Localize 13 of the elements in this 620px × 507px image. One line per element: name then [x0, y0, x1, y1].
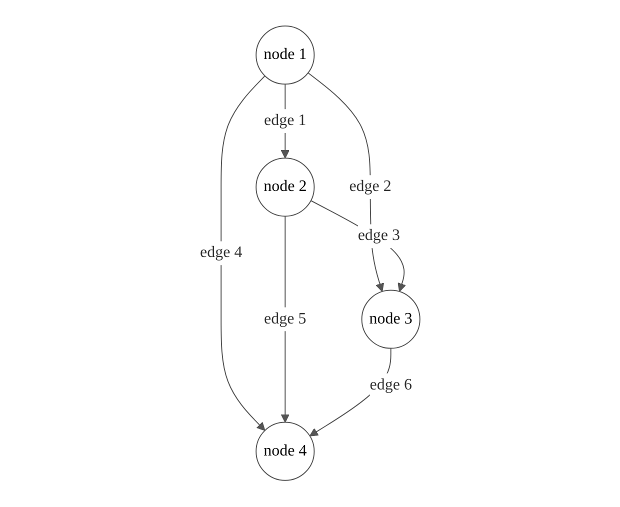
edge-label: edge 2 — [349, 178, 392, 196]
edge-label: edge 5 — [264, 310, 306, 328]
edge-label: edge 6 — [370, 376, 412, 394]
node-circle: node 3 — [361, 290, 420, 350]
node-circle: node 2 — [256, 158, 315, 217]
node-circle: node 4 — [256, 422, 315, 482]
arrow — [220, 76, 266, 432]
edge-label: edge 3 — [358, 228, 400, 245]
edge-label: edge 1 — [264, 112, 306, 130]
arrow — [310, 200, 406, 292]
node-circle: node 1 — [256, 26, 315, 85]
edge-label: edge 4 — [200, 244, 242, 262]
arrow — [280, 216, 290, 423]
